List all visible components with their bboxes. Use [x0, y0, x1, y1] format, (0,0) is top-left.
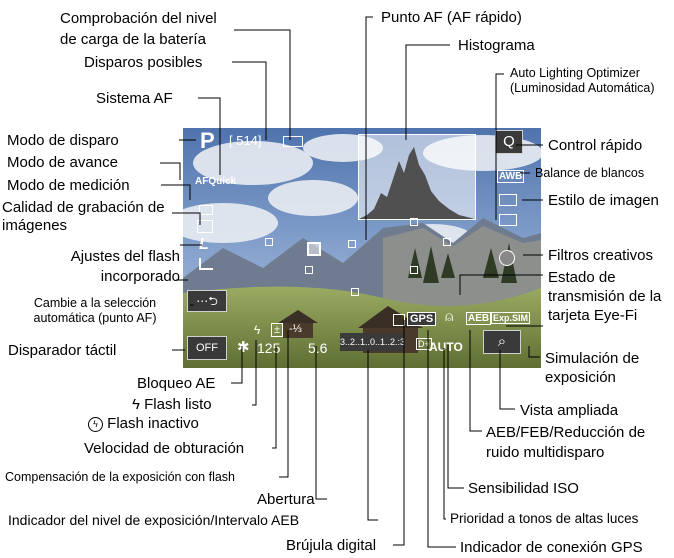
label-creative-filters: Filtros creativos — [548, 247, 654, 264]
label-flash-inactive: ϟ Flash inactivo — [88, 414, 199, 433]
af-point — [305, 266, 313, 274]
label-flash-exposure-comp: Compensación de la exposición con flash — [5, 470, 235, 484]
af-auto-select-button[interactable]: ⋯⮌ — [187, 290, 227, 312]
touch-shutter-button[interactable]: OFF — [187, 336, 227, 360]
lightning-bolt-icon: ϟ — [132, 396, 145, 413]
label-shutter-speed: Velocidad de obturación — [84, 440, 245, 457]
quick-control-button[interactable]: Q — [495, 130, 523, 154]
label-iso: Sensibilidad ISO — [468, 480, 579, 497]
histogram-curve — [359, 147, 475, 219]
label-gps-connection: Indicador de conexión GPS — [460, 539, 643, 556]
flash-comp-value: -⅓ — [289, 323, 302, 335]
af-point — [443, 238, 451, 246]
label-af-point: Punto AF (AF rápido) — [381, 9, 522, 26]
shutter-speed-value: 125 — [257, 340, 281, 356]
label-highlight-tone: Prioridad a tonos de altas luces — [450, 511, 639, 526]
metering-mode-icon — [197, 220, 213, 233]
quality-icon: L — [199, 236, 209, 253]
builtin-flash-icon — [199, 258, 213, 270]
exposure-level-scale: 3..2..1..0..1..2.:3 — [340, 333, 404, 351]
label-alo: Auto Lighting Optimizer (Luminosidad Aut… — [510, 66, 655, 95]
eyefi-status-icon: ⍝ — [445, 308, 454, 324]
digital-compass-icon — [393, 314, 405, 326]
label-builtin-flash: Ajustes del flash incorporado — [70, 248, 180, 285]
label-digital-compass: Brújula digital — [286, 537, 377, 554]
battery-icon — [283, 136, 303, 147]
label-ae-lock: Bloqueo AE — [137, 375, 216, 392]
shooting-mode: P — [200, 128, 215, 153]
ae-lock-indicator: ✱ — [237, 339, 250, 356]
label-af-system: Sistema AF — [96, 90, 173, 107]
label-possible-shots: Disparos posibles — [84, 54, 203, 71]
label-metering-mode: Modo de medición — [7, 177, 130, 194]
label-white-balance: Balance de blancos — [535, 166, 645, 180]
white-balance-icon: AWB — [497, 170, 525, 183]
gps-badge: GPS — [407, 312, 437, 326]
af-point — [410, 218, 418, 226]
flash-ready-icon: ϟ — [254, 323, 261, 337]
creative-filters-icon — [499, 250, 515, 266]
histogram — [358, 134, 476, 220]
af-point — [348, 240, 356, 248]
af-point — [265, 238, 273, 246]
label-image-quality: Calidad de grabación de imágenes — [2, 199, 165, 234]
label-exposure-simulation: Simulación de exposición — [545, 350, 640, 386]
iso-value: AUTO — [429, 340, 463, 354]
label-quick-control: Control rápido — [548, 137, 643, 154]
label-af-auto-selection: Cambie a la selección automática (punto … — [33, 296, 157, 325]
exp-sim-badge: Exp.SIM — [491, 312, 531, 324]
aperture-value: 5.6 — [308, 340, 328, 356]
drive-mode-icon — [199, 205, 213, 215]
label-eyefi-status: Estado de transmisión de la tarjeta Eye-… — [548, 269, 662, 324]
af-point — [410, 266, 418, 274]
magnify-button[interactable]: ⌕ — [483, 330, 521, 354]
label-aeb: AEB/FEB/Reducción de ruido multidisparo — [486, 424, 646, 461]
live-view-screen: P [ 514] AFQuick L ⋯⮌ OFF ✱ 125 ϟ ± -⅓ 5… — [183, 128, 541, 368]
shots-remaining: [ 514] — [229, 133, 262, 148]
af-point — [351, 288, 359, 296]
label-shooting-mode: Modo de disparo — [7, 132, 119, 149]
flash-off-icon: ϟ — [88, 416, 103, 432]
label-flash-ready: ϟ Flash listo — [132, 396, 212, 413]
label-battery-check: Comprobación del nivel de carga de la ba… — [60, 10, 217, 48]
label-exposure-level: Indicador del nivel de exposición/Interv… — [8, 512, 300, 528]
highlight-tone-icon: D+ — [416, 338, 432, 350]
label-drive-mode: Modo de avance — [7, 154, 118, 171]
picture-style-icon — [499, 194, 517, 206]
af-point — [307, 242, 321, 256]
aeb-badge: AEB — [466, 312, 492, 325]
alo-icon — [499, 214, 517, 226]
af-quick-badge: AFQuick — [195, 176, 237, 187]
label-histogram: Histograma — [458, 37, 535, 54]
label-magnified-view: Vista ampliada — [520, 402, 619, 419]
label-picture-style: Estilo de imagen — [548, 192, 659, 209]
flash-comp-icon: ± — [271, 323, 284, 337]
label-touch-shutter: Disparador táctil — [8, 342, 117, 359]
label-aperture: Abertura — [257, 491, 315, 508]
